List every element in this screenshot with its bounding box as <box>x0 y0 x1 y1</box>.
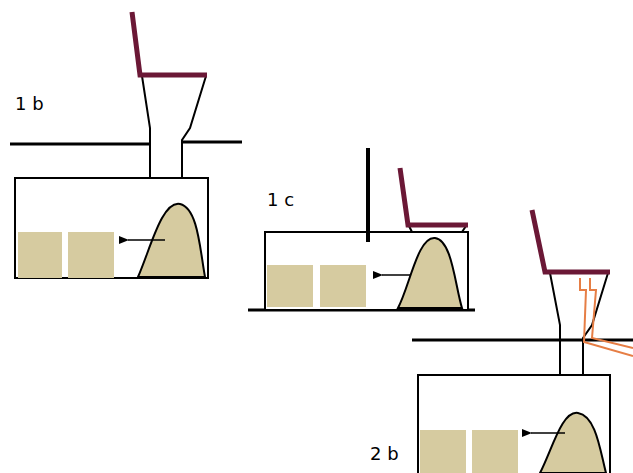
toilet-1c <box>248 148 475 310</box>
toilet-1b <box>10 12 242 278</box>
panel-label: 2 b <box>370 444 399 464</box>
toilet-2b <box>412 210 633 473</box>
panel-label: 1 b <box>15 94 44 114</box>
panel-label: 1 c <box>267 190 294 210</box>
